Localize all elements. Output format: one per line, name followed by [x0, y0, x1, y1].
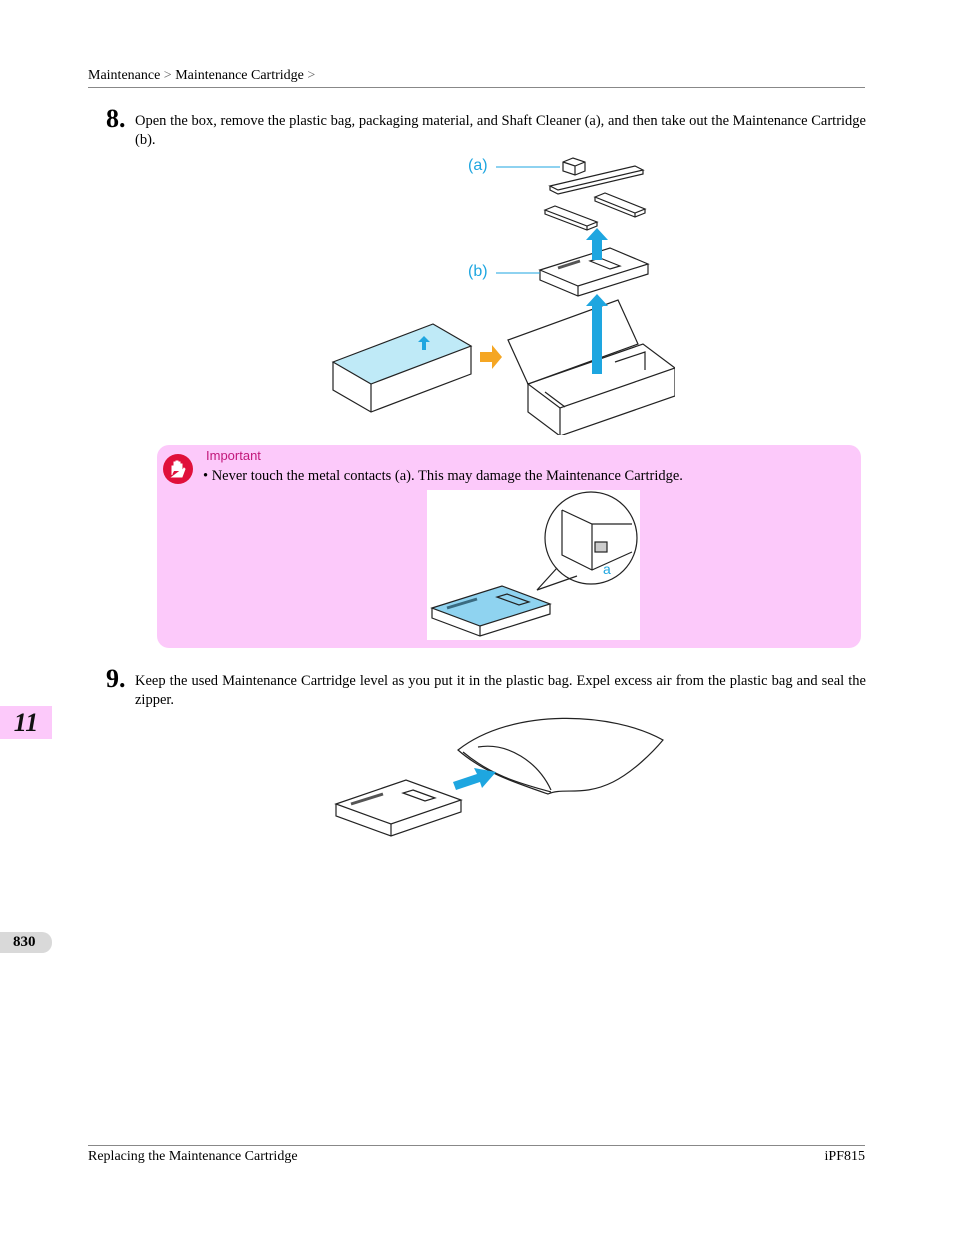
- bullet-marker: •: [203, 468, 209, 484]
- important-title: Important: [206, 448, 261, 463]
- callout-label-a: a: [603, 561, 611, 577]
- breadcrumb-separator: >: [163, 68, 172, 83]
- important-illustration: a: [427, 490, 640, 640]
- important-text: Never touch the metal contacts (a). This…: [211, 468, 683, 484]
- footer: Replacing the Maintenance Cartridge iPF8…: [88, 1145, 865, 1168]
- metal-contacts-diagram: [430, 491, 638, 637]
- step-9-illustration: [334, 717, 664, 837]
- callout-label-b: (b): [468, 263, 488, 280]
- important-note: Important • Never touch the metal contac…: [157, 445, 861, 648]
- footer-section-title: Replacing the Maintenance Cartridge: [88, 1149, 298, 1164]
- page-number: 830: [0, 932, 52, 953]
- step-text: Open the box, remove the plastic bag, pa…: [135, 113, 866, 148]
- chapter-tab[interactable]: 11: [0, 706, 52, 739]
- step-8-illustration: [331, 157, 675, 435]
- step-text: Keep the used Maintenance Cartridge leve…: [135, 673, 866, 708]
- important-bullet-item: • Never touch the metal contacts (a). Th…: [203, 467, 683, 486]
- step-number: 8.: [106, 104, 126, 133]
- breadcrumb-item-maintenance-cartridge[interactable]: Maintenance Cartridge: [175, 68, 304, 83]
- step-number: 9.: [106, 664, 126, 693]
- callout-label-a: (a): [468, 157, 488, 174]
- stop-hand-icon: [163, 454, 193, 484]
- footer-model-name: iPF815: [824, 1149, 865, 1164]
- breadcrumb-separator: >: [307, 68, 316, 83]
- breadcrumb-item-maintenance[interactable]: Maintenance: [88, 68, 161, 83]
- breadcrumb: Maintenance > Maintenance Cartridge >: [88, 66, 865, 88]
